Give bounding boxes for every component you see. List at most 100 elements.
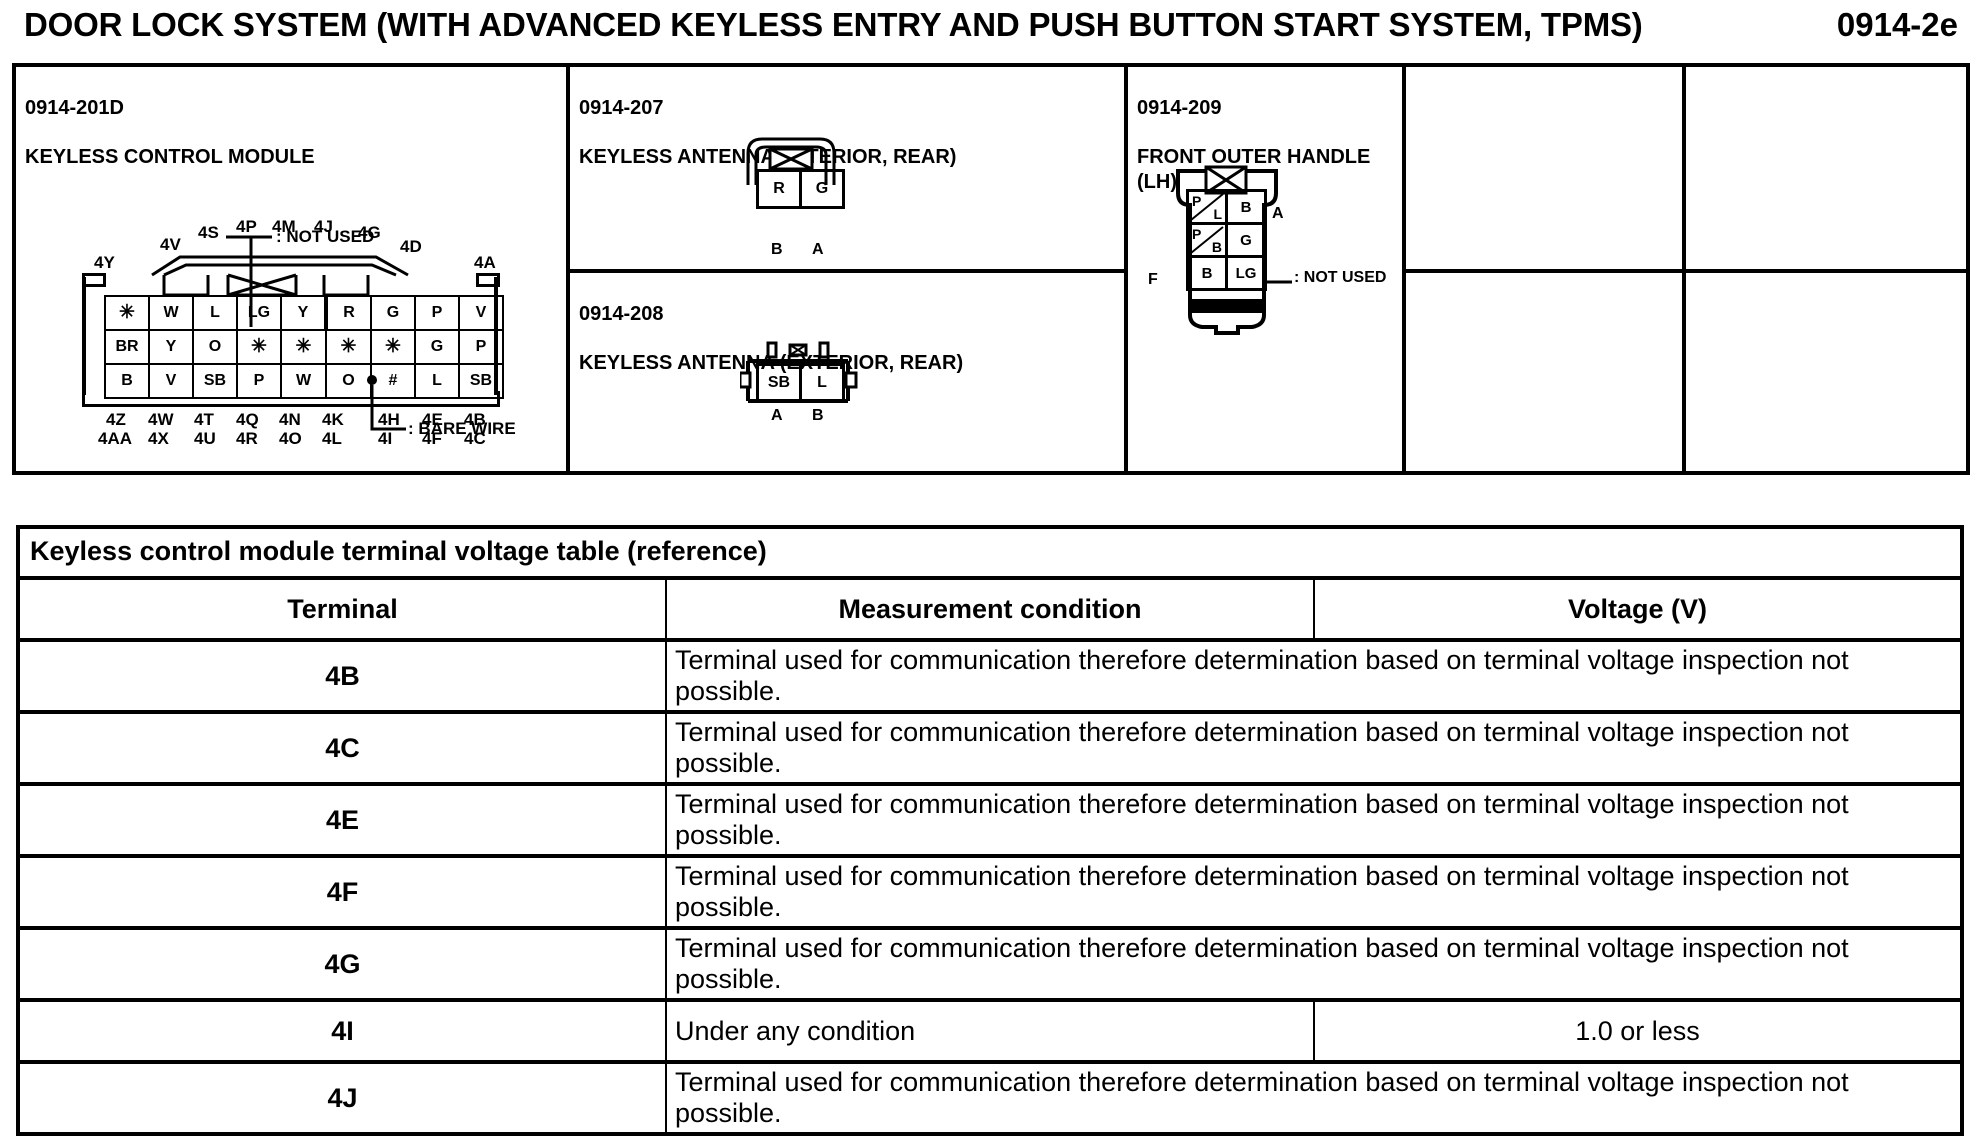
pin-row: BR Y O ✳ ✳ ✳ ✳ G P [104, 329, 504, 365]
pin-cell: G [799, 169, 845, 209]
terminal-label-bottom: 4R [236, 429, 258, 448]
terminal-label-bottom: 4Z [106, 410, 126, 429]
connector-cell-empty-3 [1406, 273, 1682, 471]
connector-cell-208: 0914-208 KEYLESS ANTENNA (EXTERIOR, REAR… [570, 273, 1124, 471]
pin-cell: ✳ [325, 329, 372, 365]
pin-split-top: P [1192, 226, 1202, 242]
terminal-label-top: 4G [358, 223, 381, 242]
connector-201d-pin-grid: ✳ W L LG Y R G P V BR Y O ✳ [104, 295, 504, 399]
pin-cell: L [414, 363, 460, 399]
terminal-label-bottom: 4U [194, 429, 216, 448]
connector-201d-name: KEYLESS CONTROL MODULE [25, 146, 315, 169]
pin-cell: Y [280, 295, 327, 331]
terminal-label-bottom: 4AA [98, 429, 133, 448]
pin-cell: SB [192, 363, 238, 399]
cell-terminal: 4I [16, 998, 667, 1063]
pin-cell: V [148, 363, 194, 399]
pin-cell: O [325, 363, 372, 399]
terminal-label-top: 4J [314, 217, 333, 236]
connector-208-diagram: SB L A B [740, 341, 858, 424]
connector-208-label: 0914-208 KEYLESS ANTENNA (EXTERIOR, REAR… [579, 278, 963, 376]
connector-201d-code: 0914-201D [25, 97, 124, 120]
pin-cell: B [104, 363, 150, 399]
terminal-label-bottom: 4E [422, 410, 443, 429]
terminal-label-bottom: 4C [464, 429, 486, 448]
connector-207-shell [746, 137, 836, 185]
connector-207-code: 0914-207 [579, 97, 664, 120]
cell-condition: Terminal used for communication therefor… [665, 854, 1964, 929]
terminal-label-bottom: 4W [148, 410, 174, 429]
column-header-voltage: Voltage (V) [1313, 577, 1964, 642]
pin-cell: L [799, 363, 845, 403]
page-title: DOOR LOCK SYSTEM (WITH ADVANCED KEYLESS … [24, 6, 1643, 43]
connector-209-diagram: P L B P B G B [1148, 165, 1386, 335]
pin-id-label: A [771, 407, 783, 424]
pin-cell: ✳ [236, 329, 282, 365]
pin-cell: Y [148, 329, 194, 365]
cell-condition: Terminal used for communication therefor… [665, 1060, 1964, 1135]
pin-cell: ✳ [280, 329, 327, 365]
cell-terminal: 4J [16, 1060, 667, 1135]
pin-cell: B [1186, 255, 1228, 291]
page-code: 0914-2e [1836, 6, 1958, 43]
connector-201d-shell-bottom [82, 391, 500, 407]
table-row: 4G Terminal used for communication there… [16, 926, 1964, 1001]
pin-cell: LG [236, 295, 282, 331]
connector-209-name: FRONT OUTER HANDLE (LH) [1137, 146, 1371, 193]
pin-cell: SB [458, 363, 504, 399]
voltage-table: Keyless control module terminal voltage … [16, 525, 1964, 1136]
pin-cell: L [192, 295, 238, 331]
connector-208-name: KEYLESS ANTENNA (EXTERIOR, REAR) [579, 352, 964, 375]
pin-row: P L B [1186, 189, 1267, 225]
pin-cell: O [192, 329, 238, 365]
table-row: 4R Driver's side request switch ON 1.0 o… [16, 1132, 1964, 1136]
pin-cell: W [148, 295, 194, 331]
connector-201d-diagram: ✳ W L LG Y R G P V BR Y O ✳ [76, 217, 546, 467]
terminal-label-bottom: 4K [322, 410, 344, 429]
connector-cell-empty-2 [1686, 67, 1970, 269]
cell-condition: Terminal used for communication therefor… [665, 782, 1964, 857]
terminal-label-top: 4D [400, 237, 422, 256]
pin-cell: G [1225, 222, 1267, 258]
connector-209-code: 0914-209 [1137, 97, 1222, 120]
connector-208-top-tabs [766, 341, 830, 359]
connector-cell-201d: 0914-201D KEYLESS CONTROL MODULE [16, 67, 566, 471]
terminal-label-bottom: 4L [322, 429, 342, 448]
connector-cell-207: 0914-207 KEYLESS ANTENNA (INTERIOR, REAR… [570, 67, 1124, 269]
terminal-label-top: 4P [236, 217, 257, 236]
pin-id-label: A [812, 241, 824, 258]
cell-terminal: 4B [16, 639, 667, 713]
pin-cell: G [370, 295, 416, 331]
terminal-label-top: 4Y [94, 253, 115, 272]
cell-condition: Terminal used for communication therefor… [665, 639, 1964, 713]
terminal-label-top: 4S [198, 223, 219, 242]
connector-208-shell [740, 359, 858, 403]
cell-condition: Terminal used for communication therefor… [665, 926, 1964, 1001]
connector-201d-shell-left [82, 277, 86, 395]
connector-207-diagram: R G B A [746, 137, 845, 258]
pin-id-label: B [771, 241, 783, 258]
pin-id-label: B [812, 407, 824, 424]
pin-row: ✳ W L LG Y R G P V [104, 295, 504, 331]
pin-split-top: P [1192, 193, 1202, 209]
terminal-label-bottom: 4B [464, 410, 486, 429]
pin-cell: W [280, 363, 327, 399]
connector-cell-209: 0914-209 FRONT OUTER HANDLE (LH) P L [1128, 67, 1402, 471]
cell-voltage: 1.0 or less [1313, 1132, 1964, 1136]
pin-split-bottom: L [1213, 206, 1222, 222]
connector-209-label: 0914-209 FRONT OUTER HANDLE (LH) [1137, 72, 1370, 194]
table-row: 4B Terminal used for communication there… [16, 639, 1964, 713]
cell-terminal: 4F [16, 854, 667, 929]
pin-cell: R [756, 169, 802, 209]
pin-cell: B [1225, 189, 1267, 225]
cell-condition: Terminal used for communication therefor… [665, 710, 1964, 785]
terminal-label-bottom: 4I [378, 429, 393, 448]
pin-cell: G [414, 329, 460, 365]
pin-cell: P [236, 363, 282, 399]
terminal-label-bottom: 4O [279, 429, 302, 448]
connector-208-pins: SB L [756, 363, 845, 403]
pin-cell: SB [756, 363, 802, 403]
connector-cell-empty-4 [1686, 273, 1970, 471]
connector-209-not-used-leader [1266, 280, 1292, 284]
